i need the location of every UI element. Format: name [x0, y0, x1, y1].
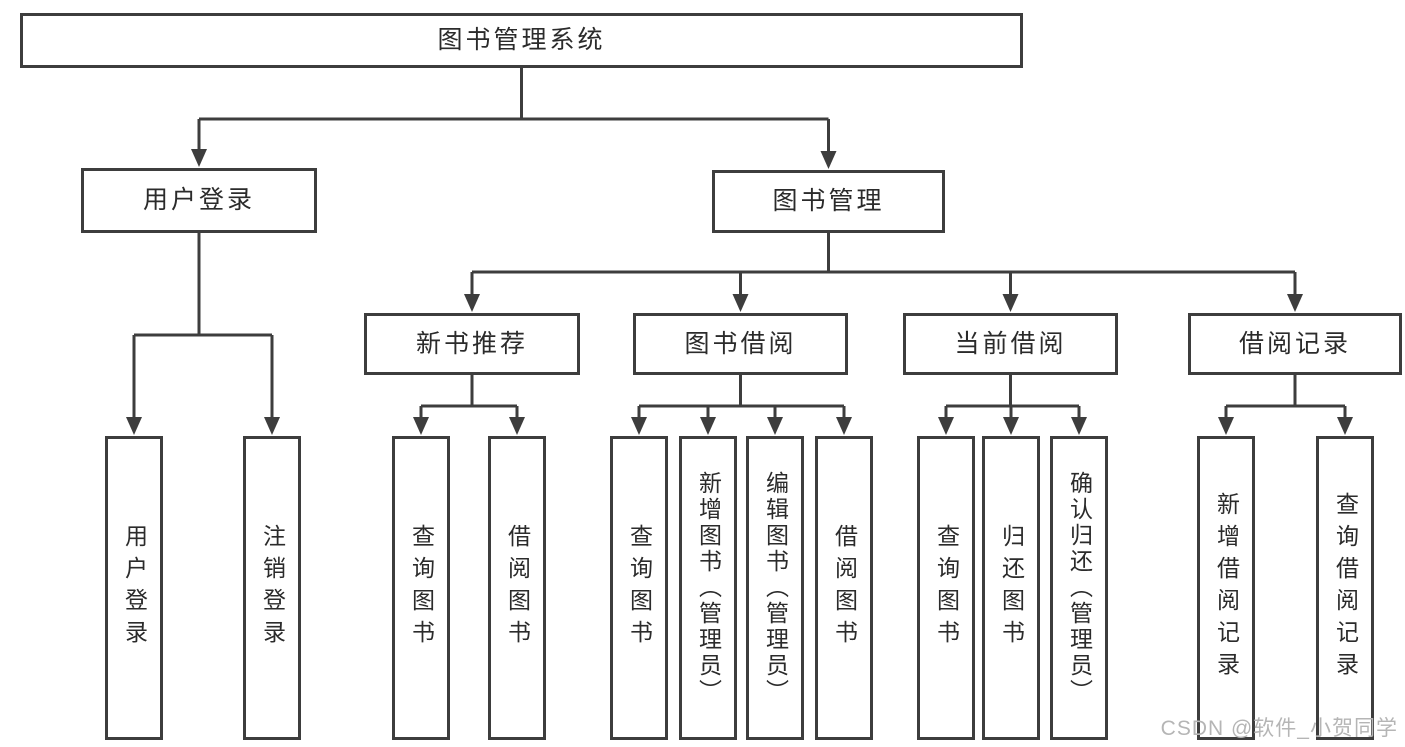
arrow-head-icon [1002, 294, 1019, 312]
node-label-leaf-logout: 注销登录 [259, 524, 286, 652]
arrow-head-icon [1337, 417, 1353, 435]
arrow-head-icon [700, 417, 716, 435]
node-leaf-logout: 注销登录 [243, 436, 301, 740]
node-label-leaf-nbr-query: 查询图书 [408, 524, 435, 652]
arrow-head-icon [836, 417, 852, 435]
node-user-login: 用户登录 [81, 168, 317, 233]
node-leaf-nbr-query: 查询图书 [392, 436, 450, 740]
node-label-user-login: 用户登录 [142, 186, 255, 214]
node-borrow-records: 借阅记录 [1188, 313, 1402, 375]
node-label-leaf-cb-return: 归还图书 [998, 524, 1025, 652]
node-leaf-bb-add: 新增图书（管理员） [679, 436, 737, 740]
node-leaf-bb-edit: 编辑图书（管理员） [746, 436, 804, 740]
arrow-head-icon [509, 417, 525, 435]
arrow-head-icon [464, 294, 480, 312]
arrow-head-icon [938, 417, 954, 435]
node-leaf-cb-confirm: 确认归还（管理员） [1050, 436, 1108, 740]
arrow-head-icon [191, 149, 207, 167]
arrow-head-icon [820, 151, 837, 169]
node-label-leaf-bb-add: 新增图书（管理员） [695, 471, 722, 705]
arrow-head-icon [631, 417, 647, 435]
node-leaf-br-add: 新增借阅记录 [1197, 436, 1255, 740]
node-leaf-br-query: 查询借阅记录 [1316, 436, 1374, 740]
node-root: 图书管理系统 [20, 13, 1023, 68]
node-label-book-mgmt: 图书管理 [772, 187, 885, 215]
arrow-head-icon [1003, 417, 1019, 435]
node-label-root: 图书管理系统 [437, 26, 606, 54]
node-label-leaf-cb-confirm: 确认归还（管理员） [1066, 471, 1093, 705]
node-label-new-book-rec: 新书推荐 [415, 329, 528, 358]
node-label-borrow-records: 借阅记录 [1238, 329, 1351, 358]
arrow-head-icon [767, 417, 783, 435]
arrow-head-icon [1218, 417, 1234, 435]
node-leaf-nbr-borrow: 借阅图书 [488, 436, 546, 740]
node-label-leaf-bb-borrow: 借阅图书 [831, 524, 858, 652]
arrow-head-icon [732, 294, 749, 312]
node-label-book-borrow: 图书借阅 [684, 329, 797, 358]
node-label-leaf-bb-edit: 编辑图书（管理员） [762, 471, 789, 705]
node-book-borrow: 图书借阅 [633, 313, 848, 375]
node-label-leaf-nbr-borrow: 借阅图书 [504, 524, 531, 652]
node-leaf-bb-borrow: 借阅图书 [815, 436, 873, 740]
arrow-head-icon [1287, 294, 1303, 312]
node-label-current-borrow: 当前借阅 [954, 329, 1067, 358]
arrow-head-icon [413, 417, 429, 435]
watermark: CSDN @软件_小贺同学 [1160, 717, 1398, 740]
node-leaf-cb-query: 查询图书 [917, 436, 975, 740]
node-label-leaf-br-query: 查询借阅记录 [1332, 492, 1359, 684]
node-label-leaf-user-login: 用户登录 [121, 524, 148, 652]
node-new-book-rec: 新书推荐 [364, 313, 580, 375]
node-current-borrow: 当前借阅 [903, 313, 1118, 375]
node-leaf-cb-return: 归还图书 [982, 436, 1040, 740]
node-leaf-bb-query: 查询图书 [610, 436, 668, 740]
arrow-head-icon [126, 417, 142, 435]
arrow-head-icon [264, 417, 280, 435]
arrow-head-icon [1071, 417, 1087, 435]
node-label-leaf-cb-query: 查询图书 [933, 524, 960, 652]
node-book-mgmt: 图书管理 [712, 170, 945, 233]
node-leaf-user-login: 用户登录 [105, 436, 163, 740]
node-label-leaf-br-add: 新增借阅记录 [1213, 492, 1240, 684]
node-label-leaf-bb-query: 查询图书 [626, 524, 653, 652]
